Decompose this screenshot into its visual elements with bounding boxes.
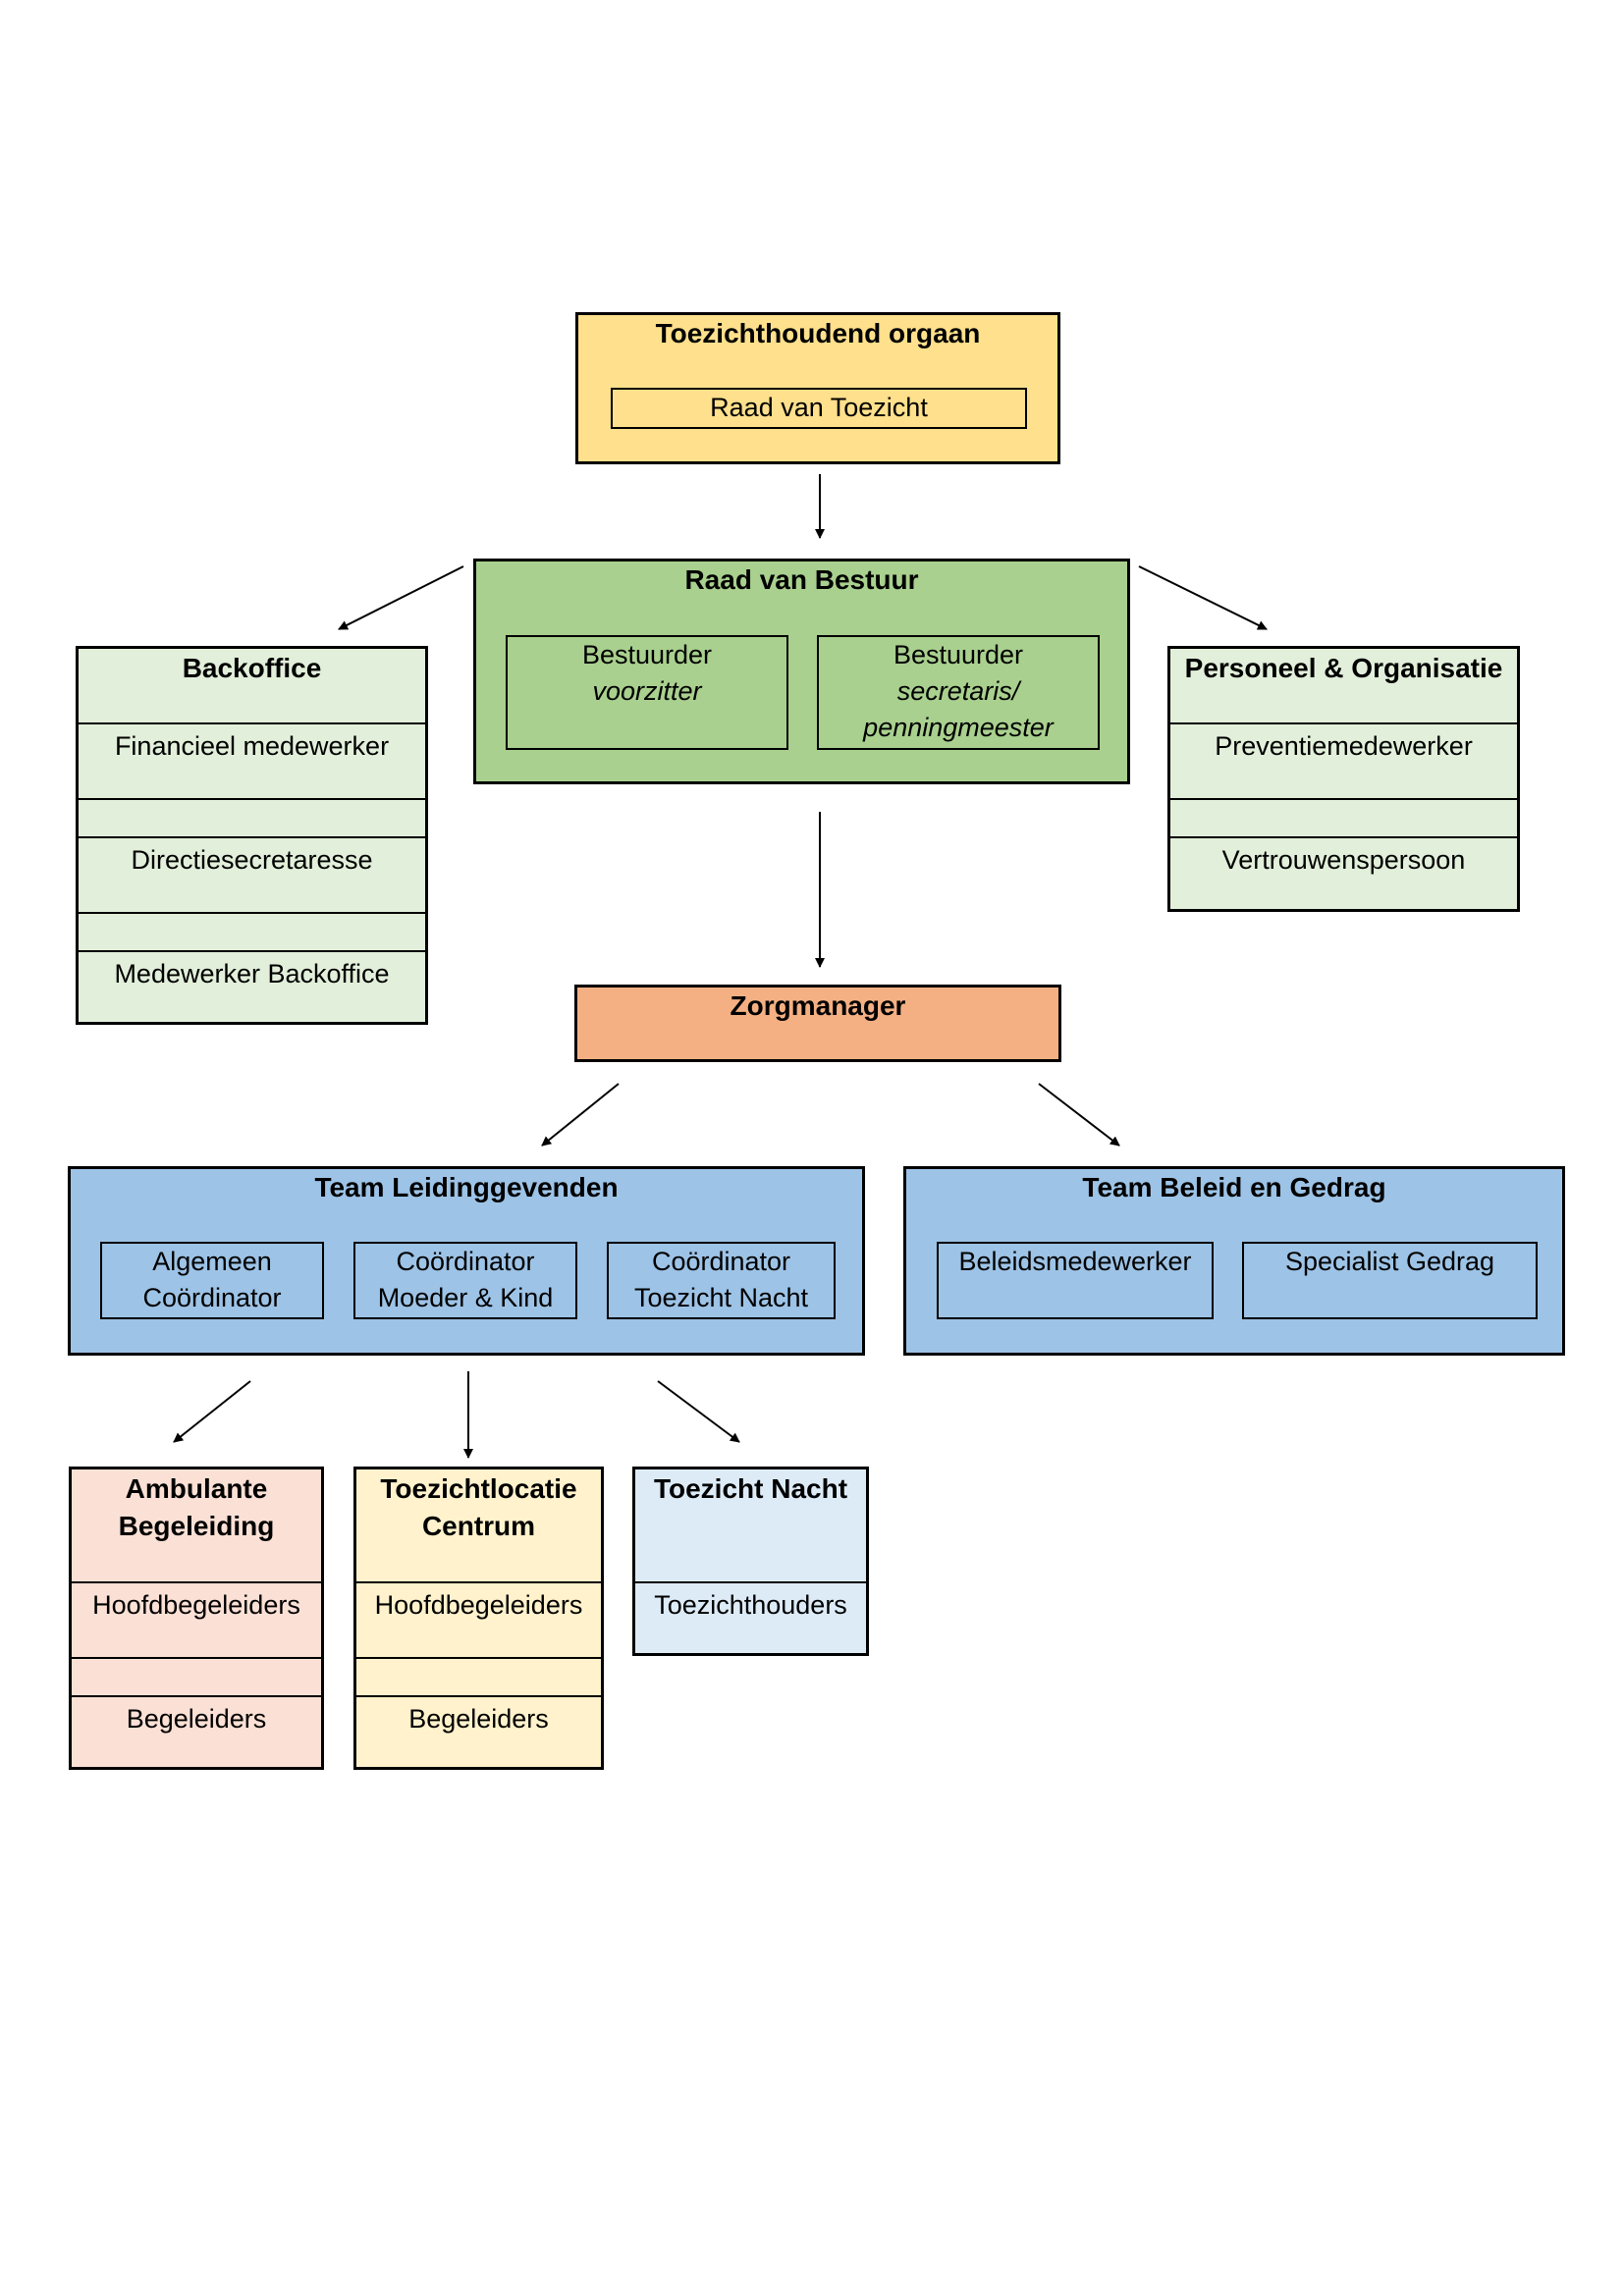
po-spacer [1170,798,1517,836]
toezichthoudend-orgaan-title: Toezichthoudend orgaan [655,318,981,348]
coordinator-moeder-kind-box: Coördinator Moeder & Kind [353,1242,577,1319]
centrum-item: Hoofdbegeleiders [356,1581,601,1657]
member-line: Coördinator [651,1247,791,1276]
team-leidinggevenden-box: Team Leidinggevenden Algemeen Coördinato… [68,1166,865,1356]
member-line: Toezicht Nacht [633,1283,809,1312]
raad-van-bestuur-box: Raad van Bestuur Bestuurder voorzitter B… [473,559,1130,784]
backoffice-item: Directiesecretaresse [79,836,425,912]
zorgmanager-box: Zorgmanager [574,985,1061,1062]
member-line: Algemeen [152,1247,272,1276]
member-line: Moeder & Kind [377,1283,554,1312]
beleidsmedewerker-box: Beleidsmedewerker [937,1242,1214,1319]
ambulante-title-line: Begeleiding [118,1511,275,1541]
team-leidinggevenden-title: Team Leidinggevenden [314,1172,619,1202]
raad-van-bestuur-title: Raad van Bestuur [684,564,919,595]
coordinator-toezicht-nacht-box: Coördinator Toezicht Nacht [607,1242,836,1319]
toezichthoudend-orgaan-box: Toezichthoudend orgaan Raad van Toezicht [575,312,1060,464]
penningmeester-label: penningmeester [863,713,1054,742]
member-line: Coördinator [396,1247,535,1276]
backoffice-item: Financieel medewerker [79,722,425,798]
bestuurder-secretaris-box: Bestuurder secretaris/ penningmeester [817,635,1100,750]
ambulante-title-line: Ambulante [125,1473,268,1504]
arrow-bestuur-to-po [1138,565,1268,630]
team-beleid-gedrag-title: Team Beleid en Gedrag [1082,1172,1386,1202]
nacht-item: Toezichthouders [635,1581,866,1653]
raad-van-toezicht-box: Raad van Toezicht [611,388,1027,429]
ambulante-spacer [72,1657,321,1695]
bestuurder-label: Bestuurder [893,640,1024,669]
arrow-leiding-to-ambulante [173,1380,251,1443]
arrow-zorgmanager-to-leiding [541,1083,620,1147]
specialist-gedrag-box: Specialist Gedrag [1242,1242,1538,1319]
centrum-item: Begeleiders [356,1695,601,1767]
po-item: Preventiemedewerker [1170,722,1517,798]
member-line: Coördinator [142,1283,282,1312]
centrum-title-line: Toezichtlocatie [380,1473,577,1504]
backoffice-box: Backoffice Financieel medewerker Directi… [76,646,428,1025]
ambulante-begeleiding-box: Ambulante Begeleiding Hoofdbegeleiders B… [69,1467,324,1770]
arrow-zorgmanager-to-beleid [1038,1083,1120,1147]
team-beleid-gedrag-box: Team Beleid en Gedrag Beleidsmedewerker … [903,1166,1565,1356]
personeel-organisatie-title: Personeel & Organisatie [1184,653,1503,683]
toezicht-nacht-title: Toezicht Nacht [653,1473,848,1504]
ambulante-item: Hoofdbegeleiders [72,1581,321,1657]
personeel-organisatie-box: Personeel & Organisatie Preventiemedewer… [1167,646,1520,912]
toezichtlocatie-centrum-box: Toezichtlocatie Centrum Hoofdbegeleiders… [353,1467,604,1770]
voorzitter-label: voorzitter [592,676,702,706]
centrum-spacer [356,1657,601,1695]
ambulante-item: Begeleiders [72,1695,321,1767]
zorgmanager-title: Zorgmanager [730,990,906,1021]
centrum-title-line: Centrum [421,1511,536,1541]
ambulante-title: Ambulante Begeleiding [72,1470,321,1545]
bestuurder-voorzitter-box: Bestuurder voorzitter [506,635,788,750]
po-item: Vertrouwenspersoon [1170,836,1517,909]
backoffice-title: Backoffice [182,653,322,683]
backoffice-item: Medewerker Backoffice [79,950,425,1022]
toezicht-nacht-box: Toezicht Nacht Toezichthouders [632,1467,869,1656]
arrow-leiding-to-nacht [657,1380,740,1443]
bestuurder-label: Bestuurder [581,640,713,669]
backoffice-spacer [79,798,425,836]
arrow-bestuur-to-backoffice [338,565,464,630]
backoffice-spacer [79,912,425,950]
algemeen-coordinator-box: Algemeen Coördinator [100,1242,324,1319]
centrum-title: Toezichtlocatie Centrum [356,1470,601,1545]
secretaris-label: secretaris/ [896,676,1020,706]
